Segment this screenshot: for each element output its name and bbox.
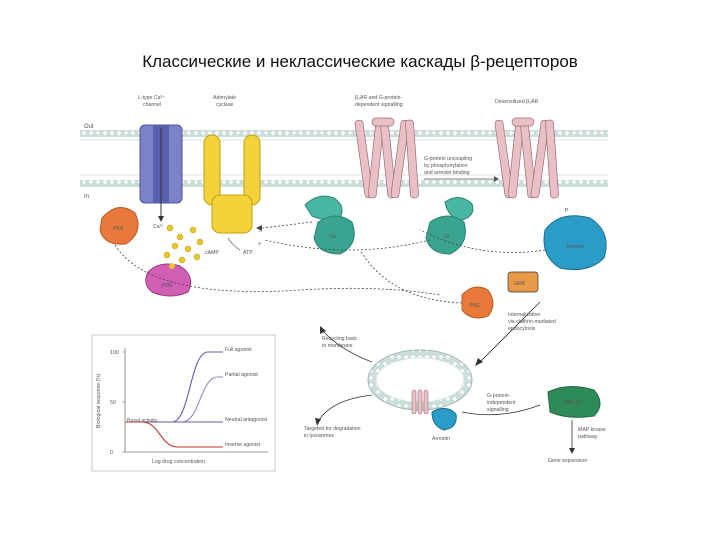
adenylate-cyclase	[203, 134, 261, 234]
grk-protein	[507, 271, 539, 293]
basal-activity-label: Basal activity	[127, 418, 158, 424]
ltype-label: L-type Ca²⁺	[138, 95, 165, 101]
endosome-vesicle	[367, 349, 473, 411]
degrad-text-2: in lysosomes	[304, 433, 334, 439]
pkc-protein	[461, 286, 494, 319]
out-label: Out	[84, 124, 94, 130]
gi-protein	[425, 197, 474, 255]
camp-label: cAMP	[205, 250, 219, 256]
series-line-0	[125, 351, 223, 423]
recycling-text-2: to membrane	[322, 343, 353, 349]
mapk-text-2: pathway	[578, 434, 598, 440]
adenylate-label: Adenylate	[213, 95, 236, 101]
desensitized-receptor	[494, 117, 559, 199]
degrad-text-1: Targeted for degradation	[304, 426, 361, 432]
b2ar-label: β₂AR and G-protein-	[355, 95, 402, 101]
minus-sign: −	[258, 229, 262, 235]
internalized-receptor	[411, 389, 429, 415]
b2ar-receptor	[354, 117, 419, 199]
series-line-3	[125, 421, 223, 448]
gind-text-2: independent	[487, 400, 516, 406]
gs-label: Gs	[330, 234, 337, 240]
uncoupling-text-2: by phosphorylation	[424, 163, 468, 169]
series-label-2: Neutral antagonist	[225, 417, 268, 423]
gind-text-1: G-protein-	[487, 393, 511, 399]
gind-text-3: signalling	[487, 407, 509, 413]
uncoupling-text-1: G-protein uncoupling	[424, 156, 472, 162]
desensitized-label: Desensitized β₂AR	[495, 99, 539, 105]
intern-text-2: via clathrin-mediated	[508, 319, 556, 325]
gene-expression-text: Gene expression	[548, 458, 587, 464]
intern-text-3: endocytosis	[508, 326, 536, 332]
recycling-text-1: Recycling back	[322, 336, 357, 342]
pkc-label: PKC	[470, 303, 481, 309]
arrestin-bottom-label: Arrestin	[432, 436, 450, 442]
erk-protein	[547, 386, 601, 418]
uncoupling-text-3: and arrestin binding	[424, 170, 470, 176]
chart-ytick-1: 50	[110, 400, 116, 406]
chart-ytick-0: 100	[110, 350, 119, 356]
arrestin-protein	[543, 215, 607, 271]
slide-title: Классические и неклассические каскады β-…	[142, 52, 578, 71]
erk-label: ERK1/2	[564, 400, 582, 406]
series-label-0: Full agonist	[225, 347, 252, 353]
ltype-channel	[139, 124, 183, 222]
ca-label: Ca²⁺	[153, 224, 164, 230]
gi-label: Gi	[444, 234, 449, 240]
dashed-arrows	[114, 221, 546, 304]
in-label: In	[84, 194, 89, 200]
gs-protein	[304, 195, 355, 255]
adenylate-label-2: cyclase	[216, 102, 233, 108]
atp-label: ATP	[243, 250, 253, 256]
pde-label: PDE	[162, 283, 173, 289]
chart-ylabel: Biological response (%)	[96, 373, 102, 428]
series-label-1: Partial agonist	[225, 372, 258, 378]
phospho-label: P	[565, 208, 569, 214]
intern-text-1: Internalization	[508, 312, 540, 318]
arrestin-label: Arrestin	[566, 244, 584, 250]
plus-sign: +	[258, 242, 262, 248]
pde-protein	[145, 263, 192, 297]
ltype-label-2: channel	[143, 102, 161, 108]
b2ar-label-2: dependent signalling	[355, 102, 403, 108]
pka-label: PKA	[113, 226, 124, 232]
grk-label: GRK	[514, 281, 526, 287]
mapk-text-1: MAP kinase	[578, 427, 606, 433]
chart-ytick-2: 0	[110, 450, 113, 456]
chart-xlabel: Log drug concentration	[152, 459, 205, 465]
pka-protein	[99, 207, 139, 245]
camp-molecules	[163, 224, 204, 264]
series-label-3: Inverse agonist	[225, 442, 261, 448]
arrestin-bottom-protein	[431, 408, 457, 431]
